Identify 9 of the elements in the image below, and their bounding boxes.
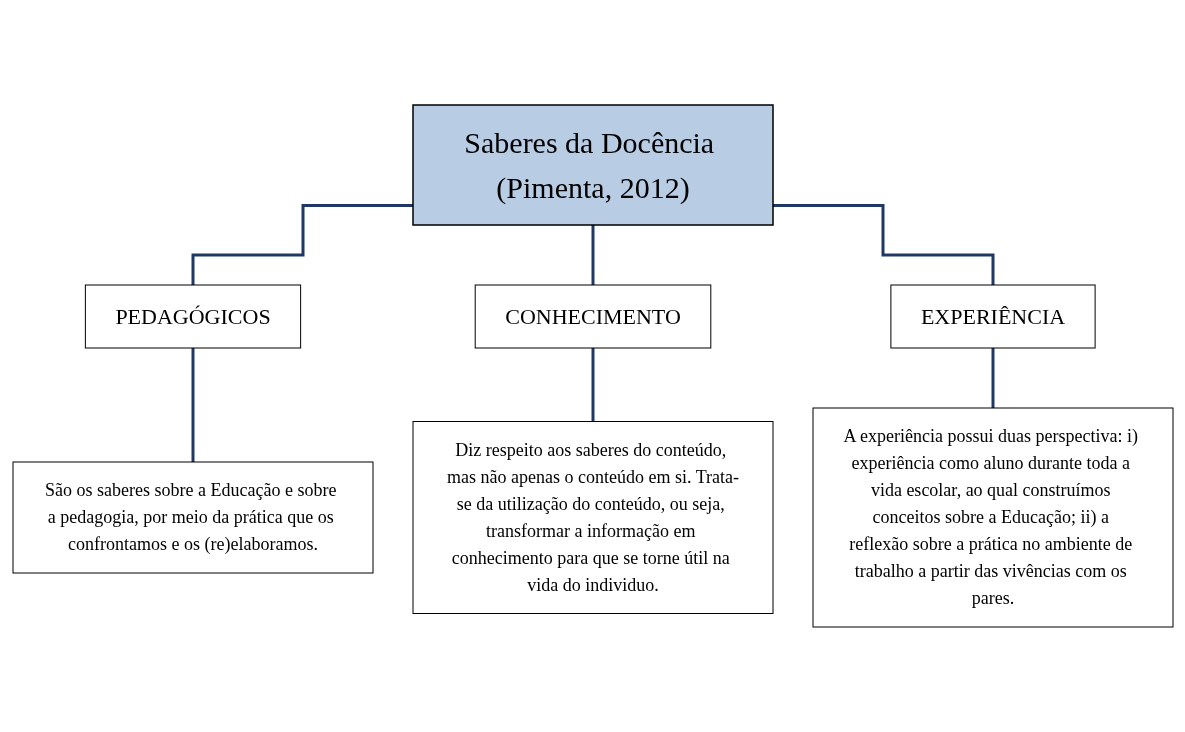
connector: [772, 204, 994, 287]
connector: [191, 204, 413, 287]
node-box: PEDAGÓGICOS: [84, 284, 301, 349]
node-box: Diz respeito aos saberes do conteúdo, mas não apenas o conteúdo em si. Trata-se da utilização do conteúdo, ou seja, transformar a informação em conhecimento para que se torne útil na vida do individuo.: [412, 421, 773, 614]
node-box: EXPERIÊNCIA: [889, 284, 1096, 349]
node-box: A experiência possui duas perspectiva: i) experiência como aluno durante toda a vida escolar, ao qual construímos conceitos sobre a Educação; ii) a reflexão sobre a prática no ambiente de trabalho a partir das vivências com os pares.: [812, 407, 1173, 628]
node-box: Saberes da Docência (Pimenta, 2012): [411, 104, 774, 226]
node-box: CONHECIMENTO: [474, 284, 711, 349]
node-box: São os saberes sobre a Educação e sobre a pedagogia, por meio da prática que os confrontamos e os (re)elaboramos.: [12, 461, 373, 574]
